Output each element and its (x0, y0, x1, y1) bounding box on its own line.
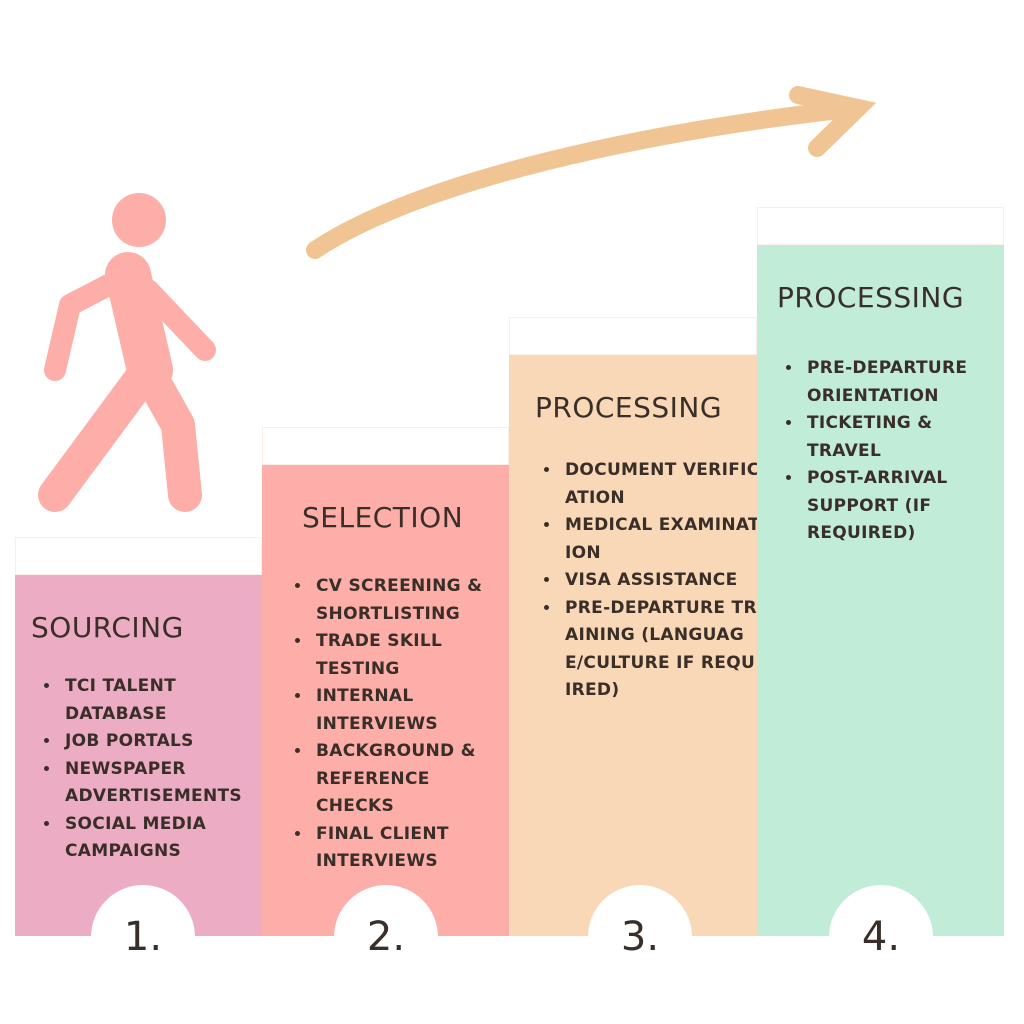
step-sourcing: SOURCING TCI TALENT DATABASE JOB PORTALS… (15, 575, 262, 936)
step-number-badge: 4. (829, 885, 933, 989)
step-title: PROCESSING (777, 281, 965, 314)
list-item: PRE-DEPARTURE TRAINING (LANGUAGE/CULTURE… (561, 595, 761, 705)
step-title: PROCESSING (535, 391, 723, 424)
step-title: SELECTION (302, 501, 464, 534)
step-number-badge: 1. (91, 885, 195, 989)
step-processing-final: PROCESSING PRE-DEPARTURE ORIENTATION TIC… (757, 245, 1004, 936)
step-items: TCI TALENT DATABASE JOB PORTALS NEWSPAPE… (39, 673, 271, 866)
list-item: VISA ASSISTANCE (561, 567, 761, 595)
list-item: MEDICAL EXAMINATION (561, 512, 761, 567)
list-item: BACKGROUND & REFERENCE CHECKS (312, 738, 512, 821)
list-item: TRADE SKILL TESTING (312, 628, 512, 683)
step-items: CV SCREENING & SHORTLISTING TRADE SKILL … (290, 573, 512, 876)
list-item: INTERNAL INTERVIEWS (312, 683, 512, 738)
list-item: POST-ARRIVAL SUPPORT (IF REQUIRED) (803, 465, 1003, 548)
step-number-badge: 2. (334, 885, 438, 989)
list-item: CV SCREENING & SHORTLISTING (312, 573, 512, 628)
step-items: DOCUMENT VERIFICATION MEDICAL EXAMINATIO… (539, 457, 761, 705)
step-selection: SELECTION CV SCREENING & SHORTLISTING TR… (262, 465, 509, 936)
stair-step (262, 427, 509, 465)
stair-step (509, 317, 757, 355)
stair-step (15, 537, 262, 575)
walking-person-icon (38, 193, 216, 512)
list-item: NEWSPAPER ADVERTISEMENTS (61, 756, 271, 811)
list-item: JOB PORTALS (61, 728, 271, 756)
list-item: DOCUMENT VERIFICATION (561, 457, 761, 512)
step-title: SOURCING (31, 611, 184, 644)
step-items: PRE-DEPARTURE ORIENTATION TICKETING & TR… (781, 355, 1003, 548)
step-processing: PROCESSING DOCUMENT VERIFICATION MEDICAL… (509, 355, 760, 936)
list-item: TCI TALENT DATABASE (61, 673, 271, 728)
upward-arrow-icon (306, 86, 877, 259)
stair-step (757, 207, 1004, 245)
list-item: PRE-DEPARTURE ORIENTATION (803, 355, 1003, 410)
list-item: TICKETING & TRAVEL (803, 410, 1003, 465)
list-item: SOCIAL MEDIA CAMPAIGNS (61, 811, 271, 866)
step-number-badge: 3. (588, 885, 692, 989)
list-item: FINAL CLIENT INTERVIEWS (312, 821, 512, 876)
